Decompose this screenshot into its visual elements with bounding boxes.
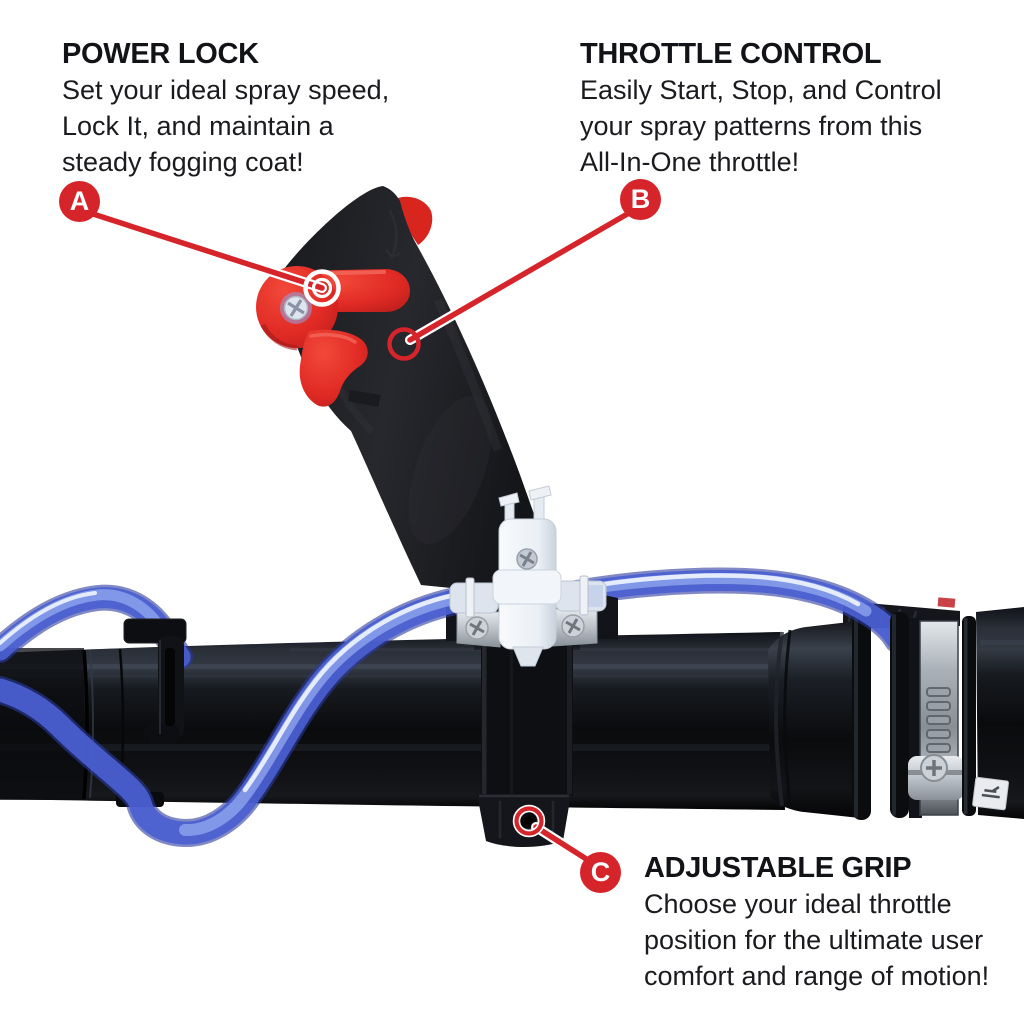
power-lock-target-ring <box>303 269 341 307</box>
feature-title: ADJUSTABLE GRIP <box>644 852 912 884</box>
power-lock-lever-tip <box>398 196 433 245</box>
feature-line: steady fogging coat! <box>62 147 304 177</box>
feature-line: position for the ultimate user <box>644 925 984 955</box>
feature-throttle-control: THROTTLE CONTROL Easily Start, Stop, and… <box>580 36 942 180</box>
feature-line: Set your ideal spray speed, <box>62 75 390 105</box>
tube-bell-coupling <box>768 616 871 820</box>
liquid-tubing-right <box>543 567 910 653</box>
feature-line: Choose your ideal throttle <box>644 889 952 919</box>
callout-badge-c: C <box>580 852 621 893</box>
feature-title: POWER LOCK <box>62 38 259 70</box>
feature-title: THROTTLE CONTROL <box>580 38 882 70</box>
throttle-target-ring <box>387 327 421 361</box>
liquid-tubing-left <box>0 584 469 847</box>
hose-clamp-section <box>890 597 1024 819</box>
feature-line: your spray patterns from this <box>580 111 923 141</box>
grip-target-ring <box>514 806 544 836</box>
flow-valve <box>449 485 607 667</box>
feature-line: Lock It, and maintain a <box>62 111 334 141</box>
feature-power-lock: POWER LOCK Set your ideal spray speed, L… <box>62 36 389 180</box>
feature-line: All-In-One throttle! <box>580 147 800 177</box>
feature-line: Easily Start, Stop, and Control <box>580 75 942 105</box>
tube-clip <box>123 618 187 744</box>
feature-line: comfort and range of motion! <box>644 961 990 991</box>
interlock-tab <box>348 390 381 407</box>
callout-badge-b: B <box>620 179 661 220</box>
callout-annotations <box>85 208 634 867</box>
callout-badge-a: A <box>59 181 100 222</box>
trigger <box>299 329 368 407</box>
feature-adjustable-grip: ADJUSTABLE GRIP Choose your ideal thrott… <box>644 850 989 994</box>
